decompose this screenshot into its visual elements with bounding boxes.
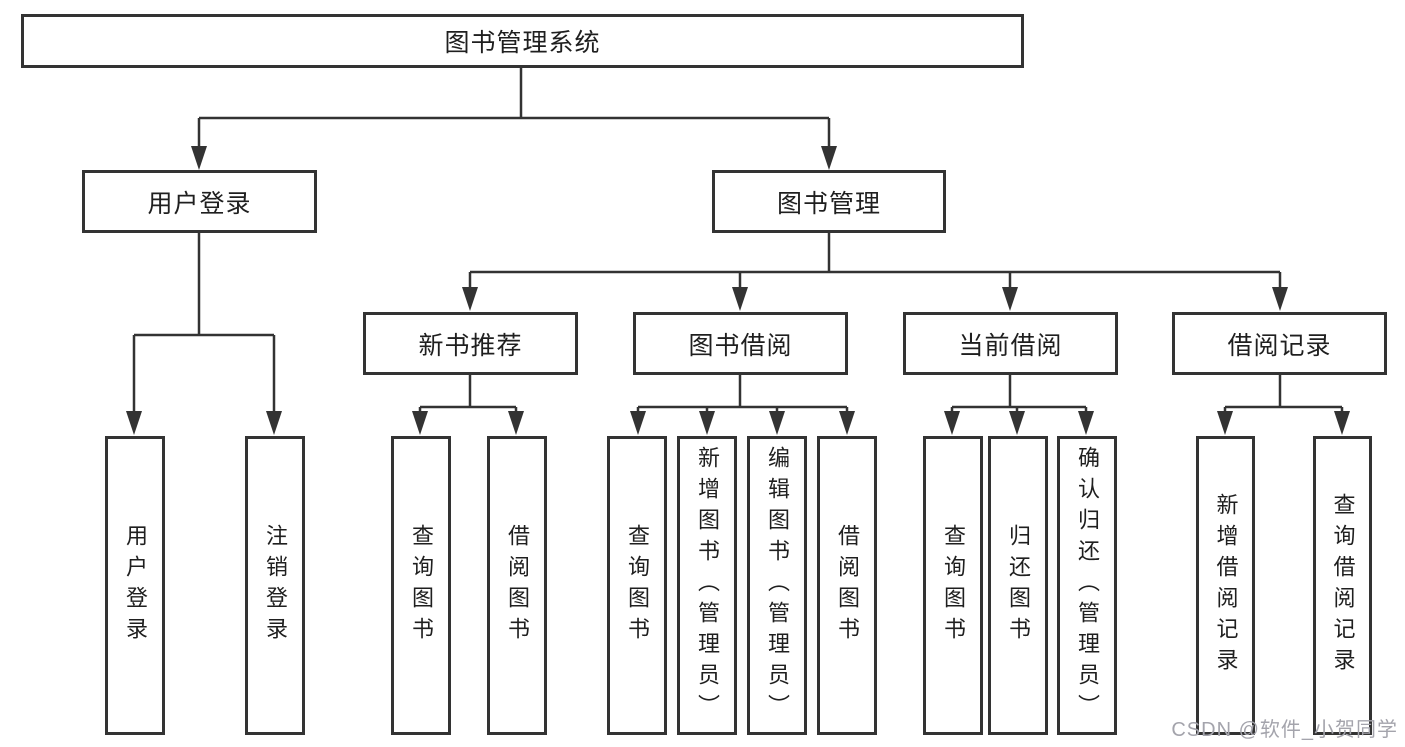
- leaf-borrow-books: 借阅图书: [817, 436, 877, 735]
- node-user-login: 用户登录: [82, 170, 317, 233]
- node-label: 用户登录: [147, 189, 252, 218]
- node-book-management: 图书管理: [712, 170, 946, 233]
- leaf-borrow-books: 借阅图书: [487, 436, 547, 735]
- node-book-borrow: 图书借阅: [633, 312, 848, 375]
- leaf-confirm-return-admin: 确认归还（管理员）: [1057, 436, 1117, 735]
- leaf-query-books: 查询图书: [923, 436, 983, 735]
- leaf-edit-books-admin: 编辑图书（管理员）: [747, 436, 807, 735]
- leaf-label: 查询图书: [941, 523, 966, 648]
- leaf-label: 确认归还（管理员）: [1075, 446, 1100, 725]
- node-library-system: 图书管理系统: [21, 14, 1024, 68]
- node-current-borrow: 当前借阅: [903, 312, 1118, 375]
- leaf-label: 归还图书: [1006, 523, 1031, 648]
- arrowheads: [126, 146, 1350, 435]
- leaf-label: 借阅图书: [505, 523, 530, 648]
- node-new-book-recommend: 新书推荐: [363, 312, 578, 375]
- node-label: 新书推荐: [418, 331, 523, 360]
- node-label: 图书借阅: [688, 331, 793, 360]
- leaf-query-books: 查询图书: [391, 436, 451, 735]
- leaf-label: 新增借阅记录: [1213, 492, 1239, 679]
- leaf-label: 用户登录: [123, 523, 148, 648]
- node-label: 图书管理系统: [444, 29, 601, 57]
- leaf-add-borrow-record: 新增借阅记录: [1196, 436, 1255, 735]
- leaf-label: 查询图书: [409, 523, 434, 648]
- leaf-logout: 注销登录: [245, 436, 305, 735]
- csdn-watermark: CSDN @软件_小贺同学: [1171, 719, 1398, 741]
- node-label: 当前借阅: [958, 331, 1063, 360]
- leaf-return-books: 归还图书: [988, 436, 1048, 735]
- leaf-query-borrow-record: 查询借阅记录: [1313, 436, 1372, 735]
- node-label: 借阅记录: [1227, 331, 1332, 360]
- leaf-label: 编辑图书（管理员）: [765, 446, 790, 725]
- leaf-label: 新增图书（管理员）: [695, 446, 720, 725]
- leaf-query-books: 查询图书: [607, 436, 667, 735]
- leaf-label: 借阅图书: [835, 523, 860, 648]
- leaf-label: 查询图书: [625, 523, 650, 648]
- leaf-add-books-admin: 新增图书（管理员）: [677, 436, 737, 735]
- node-borrow-records: 借阅记录: [1172, 312, 1387, 375]
- leaf-label: 查询借阅记录: [1330, 492, 1356, 679]
- leaf-user-login: 用户登录: [105, 436, 165, 735]
- node-label: 图书管理: [776, 189, 881, 218]
- leaf-label: 注销登录: [263, 523, 288, 648]
